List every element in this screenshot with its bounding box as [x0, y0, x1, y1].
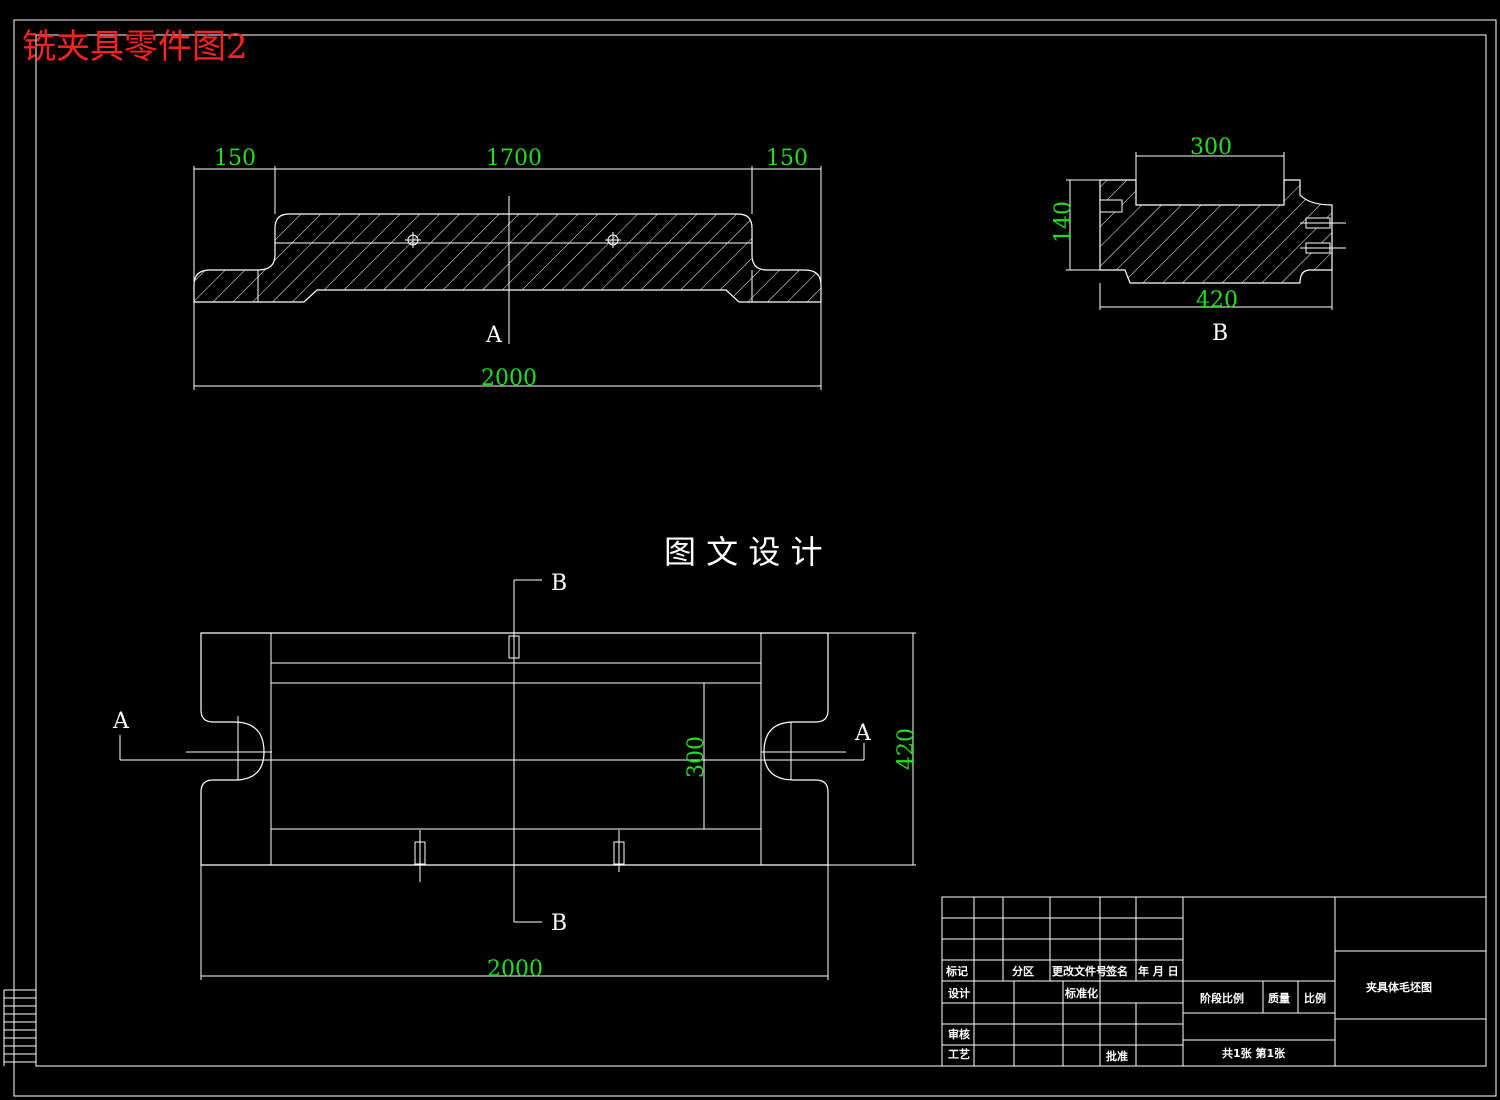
dim-420-side: 420 — [1196, 288, 1238, 313]
side-view: 300 140 420 B — [1051, 135, 1346, 346]
tb-zone: 分区 — [1012, 964, 1034, 978]
outer-frame — [13, 19, 1497, 1097]
plan-label-b-top: B — [551, 571, 567, 596]
title-block — [941, 896, 1487, 1067]
tb-sheets: 共1张 第1张 — [1222, 1046, 1286, 1060]
tb-approve: 批准 — [1106, 1049, 1128, 1063]
inner-frame — [35, 34, 1487, 1067]
section-a-profile — [193, 213, 822, 303]
section-b-profile — [1099, 179, 1333, 284]
tb-review: 审核 — [948, 1027, 970, 1041]
tb-scale: 比例 — [1304, 991, 1326, 1005]
dim-150-left: 150 — [214, 146, 256, 171]
bolt-hole — [1099, 199, 1123, 213]
dim-2000-top: 2000 — [481, 366, 537, 391]
margin-ticks — [3, 989, 36, 1066]
watermark-text: 图 文 设 计 — [664, 533, 823, 571]
section-label-b: B — [1212, 321, 1228, 346]
tb-change-doc: 更改文件号 — [1052, 964, 1107, 978]
dim-420-plan: 420 — [894, 728, 919, 770]
tb-standardize: 标准化 — [1064, 986, 1098, 1000]
dim-2000-plan: 2000 — [487, 957, 543, 982]
bolt-hole — [508, 635, 520, 659]
dim-150-right: 150 — [766, 146, 808, 171]
tb-weight: 质量 — [1268, 991, 1290, 1005]
tb-date: 年 月 日 — [1138, 964, 1179, 978]
dim-300-side: 300 — [1190, 135, 1232, 160]
tb-marks: 标记 — [945, 964, 968, 978]
plan-label-a-right: A — [854, 721, 872, 746]
plan-view: B B A A 300 420 2000 — [112, 571, 919, 982]
drawing-title: 铣夹具零件图2 — [22, 27, 248, 67]
tb-drawing-name: 夹具体毛坯图 — [1366, 980, 1432, 994]
tb-stage-scale: 阶段比例 — [1200, 991, 1244, 1005]
top-dimension-lines — [193, 166, 822, 390]
tb-design: 设计 — [948, 986, 970, 1000]
dim-1700: 1700 — [486, 146, 542, 171]
dim-300-plan: 300 — [684, 736, 709, 778]
dim-140: 140 — [1051, 201, 1076, 243]
plan-label-a-left: A — [112, 709, 130, 734]
tb-signature: 签名 — [1105, 964, 1128, 978]
tb-process: 工艺 — [948, 1047, 970, 1061]
title-block-text: 标记 分区 更改文件号 签名 年 月 日 设计 标准化 阶段比例 质量 比例 审… — [945, 964, 1432, 1063]
plan-label-b-bottom: B — [551, 911, 567, 936]
top-view: A 150 1700 150 2000 — [193, 146, 822, 391]
section-label-a: A — [485, 323, 503, 348]
